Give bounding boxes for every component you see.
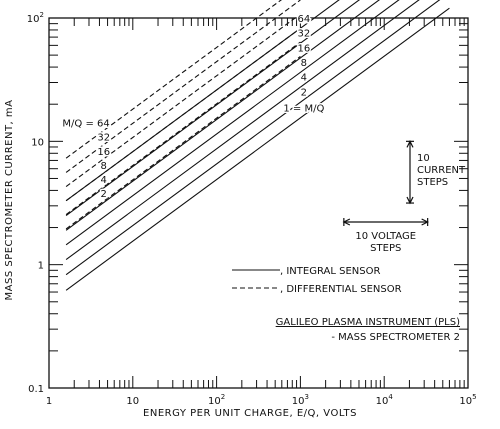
differential-series-line	[65, 13, 301, 187]
integral-series-line	[65, 0, 380, 231]
differential-series-line	[65, 0, 301, 173]
differential-series-line	[65, 0, 283, 159]
differential-series-label: M/Q = 64	[62, 118, 109, 129]
integral-series-line	[65, 0, 360, 217]
x-tick-label: 10	[126, 396, 139, 407]
x-tick-label: 103	[292, 393, 309, 407]
integral-series-label: 1 = M/Q	[283, 103, 324, 114]
integral-series-label: 2	[301, 88, 307, 99]
integral-series-line	[65, 0, 340, 202]
differential-series-label: 4	[101, 175, 107, 186]
current-steps-text: 10	[417, 153, 430, 164]
integral-series-label: 32	[298, 29, 311, 40]
legend-label: , INTEGRAL SENSOR	[280, 266, 380, 277]
y-tick-label: 0.1	[28, 384, 44, 395]
current-steps-arrow-top	[406, 139, 414, 148]
integral-series-label: 4	[301, 73, 307, 84]
integral-series-label: 16	[298, 43, 311, 54]
differential-series-line	[65, 27, 301, 202]
integral-series-line	[65, 0, 420, 261]
integral-series-line	[65, 7, 450, 291]
minor-ticks	[48, 17, 469, 389]
differential-series-label: 2	[101, 189, 107, 200]
differential-series-label: 8	[101, 161, 107, 172]
voltage-steps-arrow-left	[342, 218, 351, 226]
x-tick-label: 105	[459, 393, 476, 407]
y-tick-label: 1	[38, 261, 44, 272]
x-tick-label: 104	[376, 393, 394, 407]
y-tick-label: 10	[31, 137, 44, 148]
voltage-steps-arrow-right	[421, 218, 429, 226]
integral-series-line	[65, 0, 400, 246]
current-steps-arrow-bottom	[406, 196, 414, 205]
differential-series-label: 32	[97, 133, 110, 144]
integral-series-label: 64	[298, 14, 311, 25]
x-tick-label: 1	[46, 396, 52, 407]
integral-series-line	[65, 0, 441, 276]
integral-series-label: 8	[301, 58, 307, 69]
y-tick-label: 102	[27, 11, 44, 25]
plot-frame	[48, 17, 469, 389]
voltage-steps-text: 10 VOLTAGE	[355, 231, 416, 242]
title-note-line: GALILEO PLASMA INSTRUMENT (PLS)	[276, 317, 460, 328]
voltage-steps-text: STEPS	[370, 243, 401, 254]
x-axis-label: ENERGY PER UNIT CHARGE, E/Q, VOLTS	[143, 408, 357, 419]
plot-border	[48, 17, 469, 389]
differential-series-line	[65, 56, 301, 230]
differential-series-line	[65, 41, 301, 215]
legend-label: , DIFFERENTIAL SENSOR	[280, 284, 402, 295]
differential-series-label: 16	[97, 147, 110, 158]
y-axis-label: MASS SPECTROMETER CURRENT, mA	[4, 100, 15, 301]
current-steps-text: STEPS	[417, 177, 448, 188]
x-tick-label: 102	[208, 393, 225, 407]
current-steps-text: CURRENT	[417, 165, 466, 176]
title-note-line: - MASS SPECTROMETER 2	[331, 332, 460, 343]
series-lines	[65, 0, 450, 291]
